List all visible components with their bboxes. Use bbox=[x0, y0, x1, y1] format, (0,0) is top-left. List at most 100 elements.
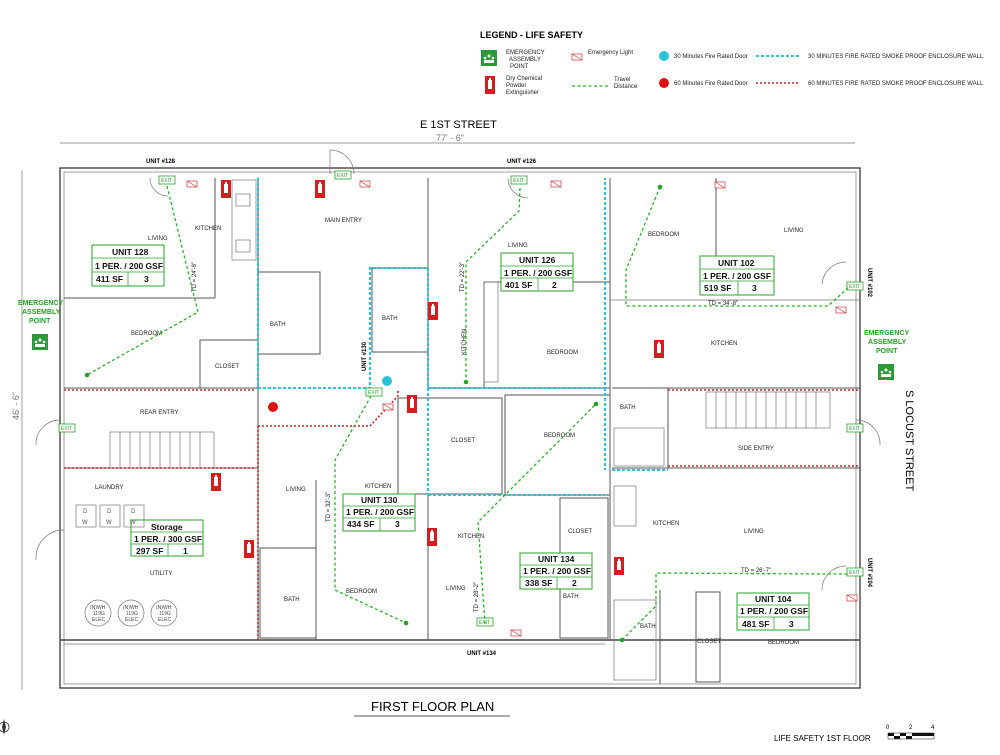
assembly-point-west: EMERGENCY ASSEMBLY POINT bbox=[18, 300, 63, 350]
room-side-entry: SIDE ENTRY bbox=[738, 446, 774, 452]
room-labels: LIVING KITCHEN BEDROOM CLOSET BATH MAIN … bbox=[95, 218, 804, 646]
td-104: TD = 26'-7" bbox=[741, 568, 771, 574]
svg-text:411 SF: 411 SF bbox=[96, 274, 123, 284]
td-126: TD = 22'-3" bbox=[460, 262, 466, 292]
east-street-label: S LOCUST STREET bbox=[903, 390, 915, 492]
legend-ext-line3: Extinguisher bbox=[506, 90, 539, 96]
extinguisher-icon bbox=[614, 557, 624, 575]
room-utility: UTILITY bbox=[150, 571, 172, 577]
td-134: TD = 28'-2" bbox=[474, 582, 480, 612]
svg-text:(N)WH: (N)WH bbox=[90, 605, 106, 611]
door30-icon bbox=[659, 51, 669, 61]
room-bath-126: BATH bbox=[382, 316, 398, 322]
svg-text:519 SF: 519 SF bbox=[704, 283, 731, 293]
exit-sign-label: EXIT bbox=[849, 570, 860, 576]
legend-ext-line1: Dry Chemical bbox=[506, 76, 542, 82]
exit-sign-label: EXIT bbox=[368, 390, 379, 396]
svg-text:ASSEMBLY: ASSEMBLY bbox=[22, 309, 61, 316]
svg-text:1 PER. / 200 GSF: 1 PER. / 200 GSF bbox=[703, 271, 771, 281]
svg-text:119G: 119G bbox=[159, 611, 171, 617]
legend-travel-line1: Travel bbox=[614, 77, 630, 83]
svg-text:UNIT 104: UNIT 104 bbox=[755, 594, 792, 604]
extinguisher-icon bbox=[407, 395, 417, 413]
svg-text:(N)WH: (N)WH bbox=[123, 605, 139, 611]
legend-assembly-line2: ASSEMBLY bbox=[509, 57, 541, 63]
room-living-102: LIVING bbox=[784, 228, 804, 234]
room-living-130: LIVING bbox=[286, 487, 306, 493]
extinguisher-icon bbox=[211, 473, 221, 491]
unit-table-storage: Storage 1 PER. / 300 GSF 297 SF 1 bbox=[130, 519, 204, 557]
legend-emergency-light: Emergency Light bbox=[588, 50, 633, 56]
extinguisher-icon bbox=[315, 180, 325, 198]
svg-text:ELEC: ELEC bbox=[92, 617, 105, 623]
svg-text:POINT: POINT bbox=[876, 348, 898, 355]
room-living-126: LIVING bbox=[508, 243, 528, 249]
svg-text:UNIT 134: UNIT 134 bbox=[538, 554, 575, 564]
room-bedroom-134: BEDROOM bbox=[544, 433, 575, 439]
svg-text:1 PER. / 200 GSF: 1 PER. / 200 GSF bbox=[504, 268, 572, 278]
svg-text:2: 2 bbox=[909, 725, 913, 731]
svg-text:119G: 119G bbox=[126, 611, 138, 617]
unit-table-104: UNIT 104 1 PER. / 200 GSF 481 SF 3 bbox=[736, 592, 810, 631]
fire-door-30-marker bbox=[382, 376, 392, 386]
room-living-134: LIVING bbox=[446, 586, 466, 592]
exit-sign-label: EXIT bbox=[849, 426, 860, 432]
svg-text:D: D bbox=[83, 509, 88, 515]
td-128: TD = 24'-8" bbox=[192, 262, 198, 292]
emergency-light-icon bbox=[510, 629, 522, 637]
west-dimension: 46' - 6" bbox=[11, 392, 21, 420]
water-heaters: (N)WH 119G ELEC (N)WH 119G ELEC (N)WH 11… bbox=[84, 599, 178, 627]
svg-text:1 PER. / 200 GSF: 1 PER. / 200 GSF bbox=[740, 606, 808, 616]
svg-text:EMERGENCY: EMERGENCY bbox=[864, 330, 909, 337]
emergency-light-icon bbox=[846, 594, 858, 602]
sheet-title: LIFE SAFETY 1ST FLOOR bbox=[774, 734, 871, 743]
legend-title: LEGEND - LIFE SAFETY bbox=[480, 30, 583, 40]
svg-text:EMERGENCY: EMERGENCY bbox=[18, 300, 63, 307]
unit-table-130: UNIT 130 1 PER. / 200 GSF 434 SF 3 bbox=[342, 493, 416, 532]
svg-text:4: 4 bbox=[931, 725, 935, 731]
svg-text:ELEC: ELEC bbox=[158, 617, 171, 623]
svg-text:1 PER. / 200 GSF: 1 PER. / 200 GSF bbox=[346, 507, 414, 517]
svg-text:ELEC: ELEC bbox=[125, 617, 138, 623]
extinguisher-icon bbox=[485, 76, 495, 94]
room-living-104: LIVING bbox=[744, 529, 764, 535]
room-bedroom-126: BEDROOM bbox=[547, 350, 578, 356]
legend-wall60: 60 MINUTES FIRE RATED SMOKE PROOF ENCLOS… bbox=[808, 81, 984, 87]
unit-table-102: UNIT 102 1 PER. / 200 GSF 519 SF 3 bbox=[699, 255, 775, 296]
legend-assembly-line3: POINT bbox=[510, 64, 529, 70]
room-closet-128: CLOSET bbox=[215, 364, 239, 370]
callout-unit-130: UNIT #130 bbox=[362, 341, 368, 371]
svg-text:0: 0 bbox=[886, 725, 890, 731]
room-kitchen-130: KITCHEN bbox=[365, 484, 391, 490]
room-kitchen-128: KITCHEN bbox=[195, 226, 221, 232]
assembly-point-east: EMERGENCY ASSEMBLY POINT bbox=[864, 330, 909, 380]
svg-text:ASSEMBLY: ASSEMBLY bbox=[868, 339, 907, 346]
door60-icon bbox=[659, 78, 669, 88]
fire-door-60-marker bbox=[268, 402, 278, 412]
emergency-light-icon bbox=[571, 53, 583, 61]
callout-unit-126: UNIT #126 bbox=[507, 159, 537, 165]
emergency-light-icon bbox=[382, 403, 394, 411]
room-kitchen-102: KITCHEN bbox=[711, 341, 737, 347]
room-rear-entry: REAR ENTRY bbox=[140, 410, 179, 416]
north-street-label: E 1ST STREET bbox=[420, 119, 497, 131]
room-laundry: LAUNDRY bbox=[95, 485, 124, 491]
emergency-light-icon bbox=[714, 181, 726, 189]
room-bath-102: BATH bbox=[620, 405, 636, 411]
extinguisher-icon bbox=[428, 302, 438, 320]
assembly-point-icon bbox=[878, 364, 894, 380]
legend: LEGEND - LIFE SAFETY EMERGENCY ASSEMBLY … bbox=[480, 30, 984, 96]
room-bath-130: BATH bbox=[284, 597, 300, 603]
svg-text:Storage: Storage bbox=[151, 522, 183, 532]
emergency-light-icon bbox=[835, 306, 847, 314]
room-kitchen-104: KITCHEN bbox=[653, 521, 679, 527]
travel-paths bbox=[84, 184, 850, 643]
legend-door30: 30 Minutes Fire Rated Door bbox=[674, 54, 748, 60]
room-bedroom-130: BEDROOM bbox=[346, 589, 377, 595]
room-main-entry: MAIN ENTRY bbox=[325, 218, 362, 224]
svg-text:W: W bbox=[106, 520, 112, 526]
callout-unit-104: UNIT #104 bbox=[866, 558, 872, 588]
unit-table-134: UNIT 134 1 PER. / 200 GSF 338 SF 2 bbox=[519, 552, 593, 590]
legend-door60: 60 Minutes Fire Rated Door bbox=[674, 81, 748, 87]
